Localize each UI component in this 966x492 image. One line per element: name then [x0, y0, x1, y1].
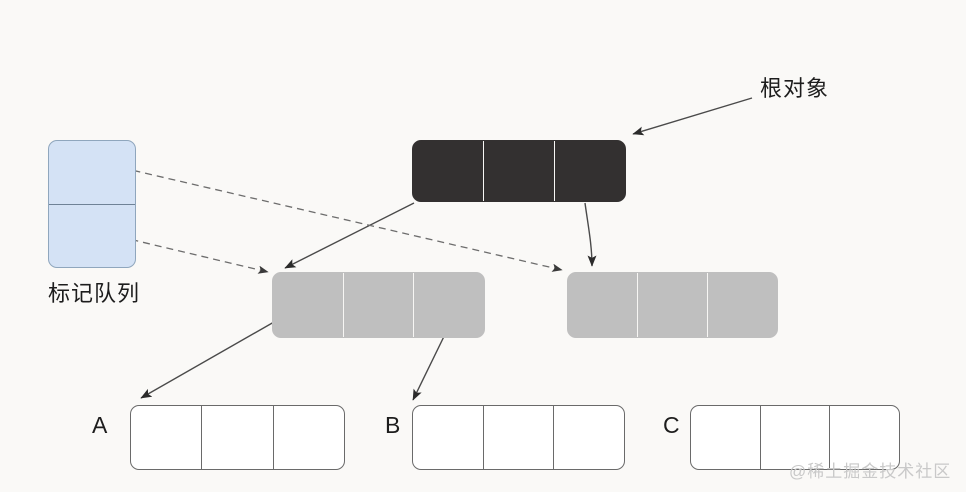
edge-root-to-mid-left	[284, 202, 415, 269]
root-object-label: 根对象	[760, 76, 830, 101]
mid-object-right-field-3[interactable]	[707, 273, 777, 337]
leaf-object-c-node[interactable]	[690, 405, 900, 470]
leaf-object-c-field-1[interactable]	[691, 406, 760, 469]
leaf-c-label: C	[663, 412, 680, 438]
edge-mid-left-to-leaf-a	[140, 313, 289, 399]
leaf-a-label: A	[92, 412, 108, 438]
mark-queue-label: 标记队列	[48, 281, 141, 306]
root-object-field-3[interactable]	[554, 141, 625, 201]
leaf-object-b-field-2[interactable]	[482, 406, 554, 469]
root-object-field-1[interactable]	[413, 141, 483, 201]
leaf-object-a-node[interactable]	[130, 405, 345, 470]
edge-root-to-mid-right	[584, 202, 597, 267]
root-object-field-2[interactable]	[483, 141, 554, 201]
mid-object-left-field-1[interactable]	[273, 273, 343, 337]
edge-root-label-to-root	[632, 97, 753, 136]
leaf-object-a-field-1[interactable]	[131, 406, 201, 469]
leaf-object-b-node[interactable]	[412, 405, 625, 470]
mid-object-right-node[interactable]	[567, 272, 778, 338]
mark-queue-node[interactable]	[48, 140, 136, 268]
mark-queue-slot-2[interactable]	[49, 203, 135, 268]
mid-object-right-field-1[interactable]	[568, 273, 637, 337]
leaf-object-b-field-1[interactable]	[413, 406, 483, 469]
leaf-b-label: B	[385, 412, 401, 438]
mid-object-left-node[interactable]	[272, 272, 485, 338]
mark-queue-slot-1[interactable]	[49, 141, 135, 204]
leaf-object-b-field-3[interactable]	[553, 406, 624, 469]
leaf-object-a-field-3[interactable]	[272, 406, 344, 469]
mid-object-right-field-2[interactable]	[637, 273, 707, 337]
leaf-object-a-field-2[interactable]	[201, 406, 272, 469]
watermark: @稀土掘金技术社区	[789, 462, 952, 481]
leaf-object-c-field-2[interactable]	[759, 406, 830, 469]
mid-object-left-field-2[interactable]	[342, 273, 414, 337]
mid-object-left-field-3[interactable]	[413, 273, 484, 337]
root-object-node[interactable]	[412, 140, 626, 202]
leaf-object-c-field-3[interactable]	[829, 406, 899, 469]
